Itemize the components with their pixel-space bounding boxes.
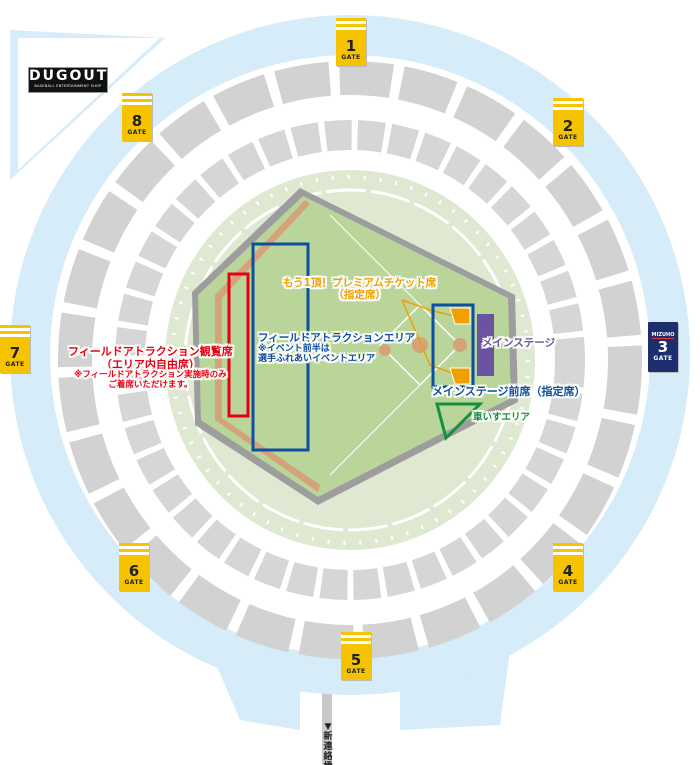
field bbox=[198, 196, 511, 497]
gate-number: 5 bbox=[350, 650, 362, 669]
wheelchair-area-label: 車いすエリア bbox=[473, 412, 531, 423]
label-subtitle: （指定席） bbox=[333, 289, 386, 302]
label-title: もう1頂！プレミアムチケット席 bbox=[283, 277, 437, 289]
premium-seat-lower bbox=[449, 367, 471, 385]
gate-label: GATE bbox=[124, 578, 144, 586]
premium-seat-upper bbox=[449, 307, 471, 325]
main-stage-label: メインステージ bbox=[482, 337, 556, 349]
gate-number: 4 bbox=[562, 561, 574, 580]
label-note: ご着席いただけます。 bbox=[108, 380, 193, 391]
gate-label: GATE bbox=[5, 360, 25, 368]
new-bridge-label: ▼新連絡橋 bbox=[323, 722, 333, 765]
label-title: フィールドアトラクションエリア bbox=[258, 332, 416, 344]
inner-seat-blocks bbox=[115, 120, 585, 600]
field-attraction-seats-zone[interactable] bbox=[227, 272, 250, 418]
logo-subtitle: BASEBALL ENTERTAINMENT SHOP bbox=[34, 84, 102, 88]
gate-label: GATE bbox=[558, 133, 578, 141]
premium-seat-label: もう1頂！プレミアムチケット席 （指定席） bbox=[283, 277, 436, 301]
wheelchair-zone[interactable] bbox=[435, 402, 484, 441]
gate-number: 3 bbox=[657, 338, 669, 356]
gate-brand: MIZUHO bbox=[651, 332, 675, 339]
gate-label: GATE bbox=[346, 667, 366, 675]
gate-label: GATE bbox=[127, 128, 147, 136]
label-note: ※イベント前半は bbox=[258, 344, 330, 355]
gate-label: GATE bbox=[653, 355, 673, 362]
label-title: フィールドアトラクション観覧席 bbox=[68, 345, 233, 358]
field-attraction-seats-label: フィールドアトラクション観覧席 （エリア内自由席） ※フィールドアトラクション実… bbox=[68, 345, 233, 391]
gate-number: 6 bbox=[128, 561, 140, 580]
label-note: 選手ふれあいイベントエリア bbox=[258, 354, 376, 365]
main-stage-front-zone[interactable] bbox=[431, 303, 475, 389]
gate-label: GATE bbox=[341, 53, 361, 61]
label-subtitle: （エリア内自由席） bbox=[100, 357, 200, 371]
new-bridge-path bbox=[322, 690, 332, 765]
gate-label: GATE bbox=[558, 578, 578, 586]
gate-number: 2 bbox=[562, 116, 574, 135]
logo-title: DUGOUT bbox=[29, 68, 109, 84]
main-stage-zone[interactable] bbox=[477, 314, 494, 376]
gate-number: 1 bbox=[345, 36, 357, 55]
gate-number: 8 bbox=[131, 111, 143, 130]
field-attraction-area-zone[interactable] bbox=[251, 242, 310, 452]
label-note: ※フィールドアトラクション実施時のみ bbox=[74, 370, 227, 381]
gate-number: 7 bbox=[9, 343, 21, 362]
field-attraction-area-label: フィールドアトラクションエリア ※イベント前半は 選手ふれあいイベントエリア bbox=[258, 332, 415, 365]
main-stage-front-label: メインステージ前席（指定席） bbox=[432, 385, 586, 398]
dugout-logo: DUGOUT BASEBALL ENTERTAINMENT SHOP bbox=[28, 67, 108, 93]
premium-pointer-lines bbox=[401, 299, 459, 376]
